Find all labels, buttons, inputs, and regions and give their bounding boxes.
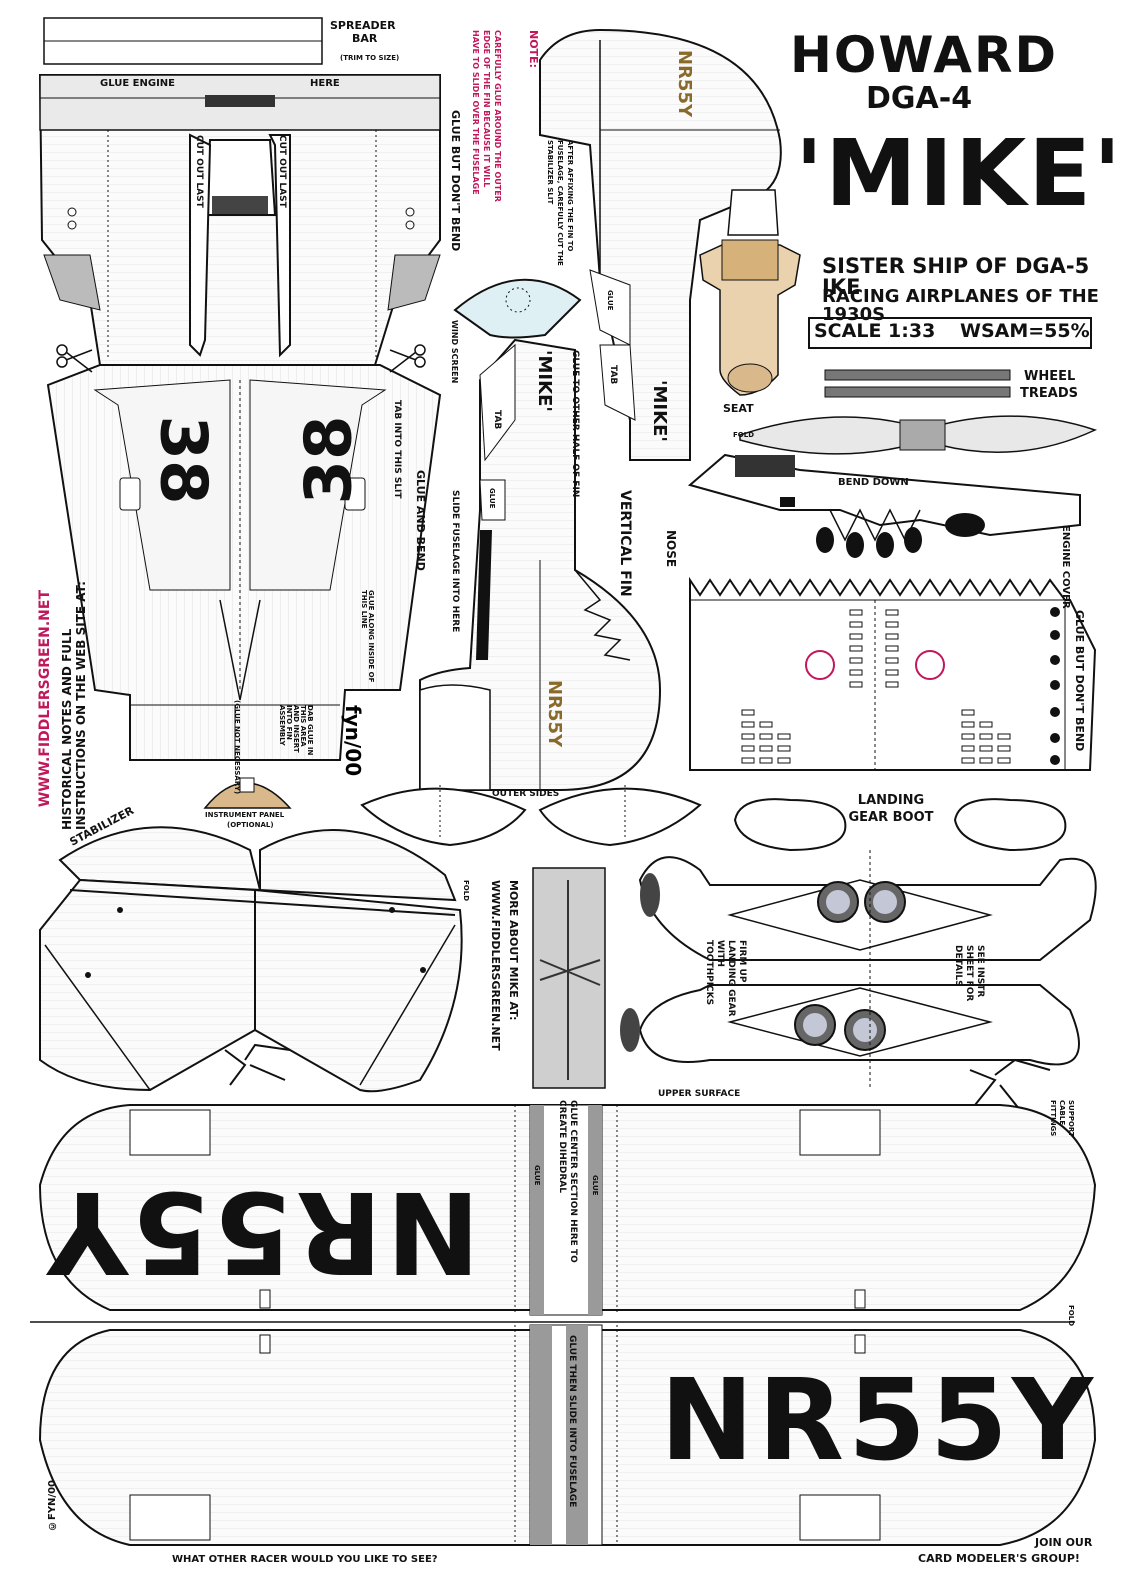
airplane-photo [532, 867, 606, 1089]
engine-cover-part [689, 576, 1097, 771]
glue-label-fin-2: GLUE [488, 488, 496, 509]
landing-gear-boot-label: LANDING GEAR BOOT [848, 793, 934, 825]
join-label-2: CARD MODELER'S GROUP! [918, 1552, 1080, 1565]
glue-then-slide-label: GLUE THEN SLIDE INTO FUSELAGE [567, 1335, 577, 1508]
optional-label: (OPTIONAL) [227, 821, 274, 829]
here-label: HERE [310, 78, 340, 89]
glue-along-inside-label: GLUE ALONG INSIDE OF THIS LINE [360, 590, 375, 683]
fin-mike-lower: 'MIKE' [534, 350, 555, 412]
note-body: CAREFULLY GLUE AROUND THE OUTER EDGE OF … [471, 30, 502, 202]
spreader-bar-label-2: BAR [352, 32, 378, 45]
outer-sides-label: OUTER SIDES [492, 789, 560, 799]
more-about-url[interactable]: WWW.FIDDLERSGREEN.NET [489, 880, 502, 1051]
copyright-label: ©FYN/00 [47, 1480, 58, 1532]
slide-fuselage-label: SLIDE FUSELAGE INTO HERE [450, 490, 460, 633]
vertical-fin-label: VERTICAL FIN [617, 490, 633, 597]
seat-part [699, 189, 801, 396]
cut-out-last-label-2: CUT OUT LAST [277, 135, 287, 208]
cable-fitting-parts [224, 1043, 1051, 1111]
question-label: WHAT OTHER RACER WOULD YOU LIKE TO SEE? [172, 1554, 438, 1565]
wind-screen-label: WIND SCREEN [450, 320, 459, 384]
website-link[interactable]: www.fiddlersgreen.net [37, 590, 53, 808]
glue-not-necessary-label: (GLUE NOT NECESSARY) [233, 700, 241, 795]
fuselage-top-part [38, 74, 441, 372]
lower-wing-part [38, 1324, 1097, 1546]
tab-label-fin-1: TAB [608, 365, 618, 385]
instrument-panel-part [203, 777, 292, 809]
title-model: DGA-4 [866, 81, 973, 116]
fin-mike-upper: 'MIKE' [649, 380, 670, 442]
glue-but-dont-bend-label-2: GLUE BUT DON'T BEND [1073, 610, 1086, 752]
glue-label-wing-1: GLUE [533, 1165, 541, 1186]
dab-glue-label: DAB GLUE IN THIS AREA AND INSERT INTO FI… [278, 705, 314, 756]
fold-label-prop: FOLD [733, 431, 755, 439]
seat-label: SEAT [723, 402, 754, 415]
trim-to-size-label: (TRIM TO SIZE) [340, 54, 400, 62]
upper-wing-registration: NR55Y [43, 1166, 480, 1296]
nose-part [687, 453, 1081, 558]
glue-label-wing-2: GLUE [591, 1175, 599, 1196]
fyn-label: fyn/00 [341, 705, 365, 777]
wind-screen-part [453, 278, 582, 339]
engine-cover-label: ENGINE COVER [1060, 525, 1071, 609]
race-number-left: 38 [145, 415, 220, 505]
wheel-treads-part [824, 369, 1011, 398]
note-title: NOTE: [527, 30, 540, 68]
wsam-label: WSAM=55% [960, 320, 1090, 342]
glue-other-half-label: GLUE TO OTHER HALF OF FIN [570, 350, 580, 498]
firm-up-label: FIRM UP LANDING GEAR WITH TOOTHPICKS [704, 940, 747, 1017]
title-nickname: 'MIKE' [795, 120, 1124, 227]
fold-label-wing: FOLD [1067, 1305, 1075, 1327]
cut-out-last-label-1: CUT OUT LAST [194, 135, 204, 208]
tab-into-slit-label: TAB INTO THIS SLIT [392, 400, 402, 499]
outer-sides-part [360, 785, 702, 847]
subtitle-series: RACING AIRPLANES OF THE 1930s [822, 286, 1099, 325]
glue-and-bend-label: GLUE AND BEND [414, 470, 427, 571]
glue-label-fin-1: GLUE [606, 290, 614, 311]
scissors-icon [56, 344, 426, 373]
see-instr-label: SEE INSTR SHEET FOR DETAILS [953, 945, 985, 1002]
upper-surface-label: UPPER SURFACE [658, 1089, 741, 1099]
glue-center-label: GLUE CENTER SECTION HERE TO CREATE DIHED… [557, 1100, 578, 1263]
scale-box [808, 317, 1092, 349]
instrument-panel-label: INSTRUMENT PANEL [205, 811, 285, 819]
upper-wing-part [38, 1104, 1097, 1316]
subtitle-sister-ship: SISTER SHIP OF DGA-5 IKE [822, 254, 1090, 299]
lower-wing-registration: NR55Y [660, 1356, 1097, 1486]
title-howard: HOWARD [790, 26, 1058, 84]
glue-but-dont-bend-label: GLUE BUT DON'T BEND [449, 110, 462, 252]
fuselage-body-part [46, 364, 442, 761]
tab-label-fin-2: TAB [492, 410, 502, 430]
vertical-fin-upper-part [539, 28, 782, 461]
more-about-label: MORE ABOUT MIKE AT: [507, 880, 520, 1021]
wheel-treads-label-1: WHEEL [1024, 369, 1076, 384]
propeller-part [739, 415, 1098, 455]
spreader-bar-label: SPREADER [330, 19, 396, 32]
nose-label: NOSE [664, 530, 678, 568]
landing-gear-boot-part [620, 798, 1097, 1090]
fold-label-stabilizer: FOLD [462, 880, 470, 902]
after-affixing-label: AFTER AFFIXING THE FIN TO FUSELAGE, CARE… [546, 140, 574, 266]
join-label-1: JOIN OUR [1035, 1536, 1093, 1549]
fin-registration-lower: NR55Y [544, 680, 565, 748]
scale-label: SCALE 1:33 [814, 320, 936, 342]
wheel-treads-label-2: TREADS [1020, 386, 1078, 401]
stabilizer-part [39, 826, 463, 1093]
glue-engine-label: GLUE ENGINE [100, 78, 175, 89]
historical-notes-label: HISTORICAL NOTES AND FULL INSTRUCTIONS O… [60, 581, 88, 830]
fin-registration-upper: NR55Y [674, 50, 695, 118]
vertical-fin-lower-part [419, 338, 662, 791]
race-number-right: 38 [292, 415, 367, 505]
support-cable-label: SUPPORT CABLE FITTINGS [1049, 1100, 1075, 1137]
bend-down-label: BEND DOWN [838, 477, 909, 488]
